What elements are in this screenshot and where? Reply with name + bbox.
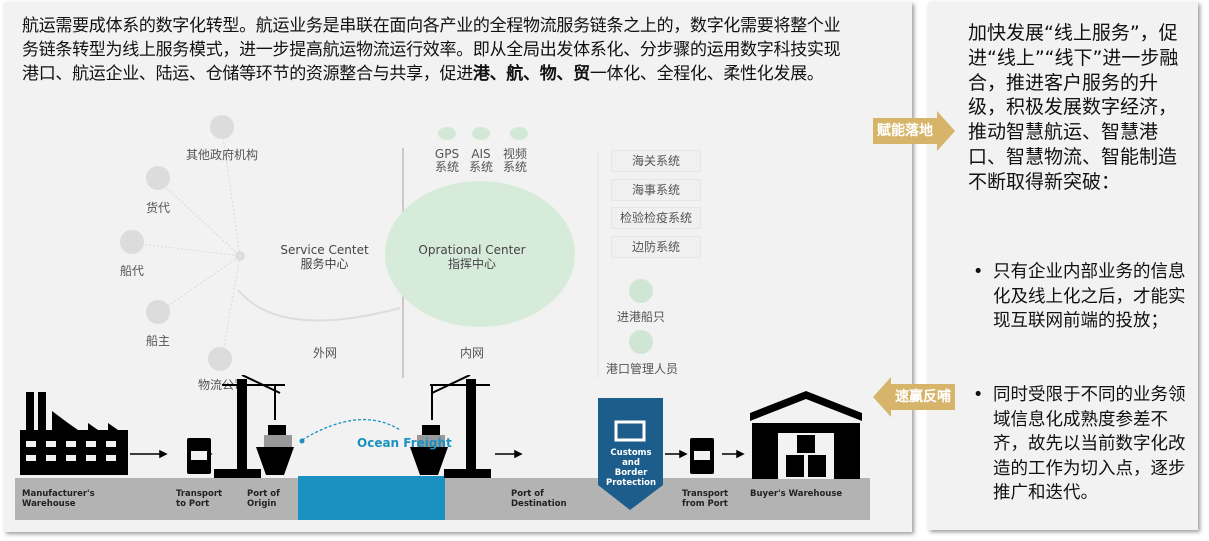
intro-bold: 港、航、物、贸 <box>472 64 590 84</box>
customs-label: Customs and Border Protection <box>606 448 656 488</box>
system-box: 海事系统 <box>611 179 701 201</box>
crane-icon <box>430 375 491 478</box>
feedback-arrow: 速赢反哺 <box>873 377 955 417</box>
smiley-face-icon <box>146 166 170 190</box>
party-label: 进港船只 <box>616 310 665 324</box>
bullet-text: 只有企业内部业务的信息化及线上化之后，才能实现互联网前端的投放； <box>993 262 1186 331</box>
intro-paragraph: 航运需要成体系的数字化转型。航运业务是串联在面向各产业的全程物流服务链条之上的，… <box>22 14 852 86</box>
factory-icon <box>20 392 128 475</box>
empower-arrow: 赋能落地 <box>873 111 955 151</box>
party-label: 物流公司 <box>197 378 246 392</box>
party-label: 船主 <box>145 334 170 348</box>
logistics-illustration <box>15 375 870 520</box>
port-of-origin-label: Port of Origin <box>247 489 280 509</box>
intro-text-end: 一体化、全程化、柔性化发展。 <box>589 64 824 84</box>
bullet-item: • 同时受限于不同的业务领域信息化成熟度参差不齐，故先以当前数字化改造的工作为切入… <box>973 383 1189 506</box>
smiley-face-icon <box>120 230 144 254</box>
smiley-face-icon <box>629 279 653 303</box>
right-panel <box>928 2 1198 530</box>
bullet-text: 同时受限于不同的业务领域信息化成熟度参差不齐，故先以当前数字化改造的工作为切入点… <box>993 385 1186 503</box>
sensor-label: 视频 <box>502 147 527 161</box>
ocean-water <box>298 476 445 520</box>
crane-icon <box>214 375 285 478</box>
feedback-label: 速赢反哺 <box>891 384 955 410</box>
leaf-icon <box>472 127 490 140</box>
port-of-destination-label: Port of Destination <box>511 489 567 509</box>
party-label: 货代 <box>145 201 170 215</box>
smiley-face-icon <box>208 347 232 371</box>
sensor-label: 系统 <box>502 160 527 174</box>
operational-center-en: Oprational Center <box>418 243 526 257</box>
sensor-label: AIS <box>471 147 491 161</box>
empower-label: 赋能落地 <box>873 118 937 144</box>
truck-icon <box>690 438 714 474</box>
party-label: 港口管理人员 <box>605 362 678 376</box>
inner-net-label: 内网 <box>459 346 484 360</box>
system-box: 检验检疫系统 <box>611 207 701 229</box>
system-box: 边防系统 <box>611 236 701 258</box>
truck-icon <box>187 438 211 474</box>
arrow-left-icon <box>873 377 891 417</box>
smiley-face-icon <box>210 115 234 139</box>
bullet-icon: • <box>973 385 984 405</box>
ship-icon <box>410 425 448 475</box>
service-center-en: Service Centet <box>280 243 369 257</box>
leaf-icon <box>438 127 456 140</box>
ship-icon <box>256 425 294 475</box>
leaf-icon <box>510 127 528 140</box>
sensor-label: 系统 <box>468 160 493 174</box>
smiley-face-icon <box>629 330 653 354</box>
operational-center-zh: 指挥中心 <box>447 257 496 271</box>
transport-to-port-label: Transport to Port <box>176 489 223 509</box>
ocean-freight-label: Ocean Freight <box>357 436 452 450</box>
outer-net-label: 外网 <box>312 346 337 360</box>
manufacturer-label: Manufacturer's Warehouse <box>22 489 95 509</box>
sensor-label: 系统 <box>434 160 459 174</box>
sensor-label: GPS <box>434 147 460 161</box>
smiley-face-icon <box>146 300 170 324</box>
network-lines <box>132 129 599 378</box>
right-main-text: 加快发展“线上服务”，促进“线上”“线下”进一步融合，推进客户服务的升级，积极发… <box>968 22 1179 193</box>
arrow-right-icon <box>937 111 955 151</box>
party-label: 船代 <box>119 264 144 278</box>
intro-text: 航运需要成体系的数字化转型。航运业务是串联在面向各产业的全程物流服务链条之上的，… <box>22 16 841 84</box>
party-label: 其他政府机构 <box>185 148 258 162</box>
service-center-zh: 服务中心 <box>300 257 349 271</box>
bullet-icon: • <box>973 262 984 282</box>
bullet-item: • 只有企业内部业务的信息化及线上化之后，才能实现互联网前端的投放； <box>973 260 1189 334</box>
buyers-warehouse-label: Buyer's Warehouse <box>750 489 843 499</box>
customs-badge <box>598 398 663 510</box>
system-box: 海关系统 <box>611 150 701 172</box>
transport-from-port-label: Transport from Port <box>682 489 729 509</box>
warehouse-icon <box>750 391 862 479</box>
ground-strip <box>15 478 287 520</box>
